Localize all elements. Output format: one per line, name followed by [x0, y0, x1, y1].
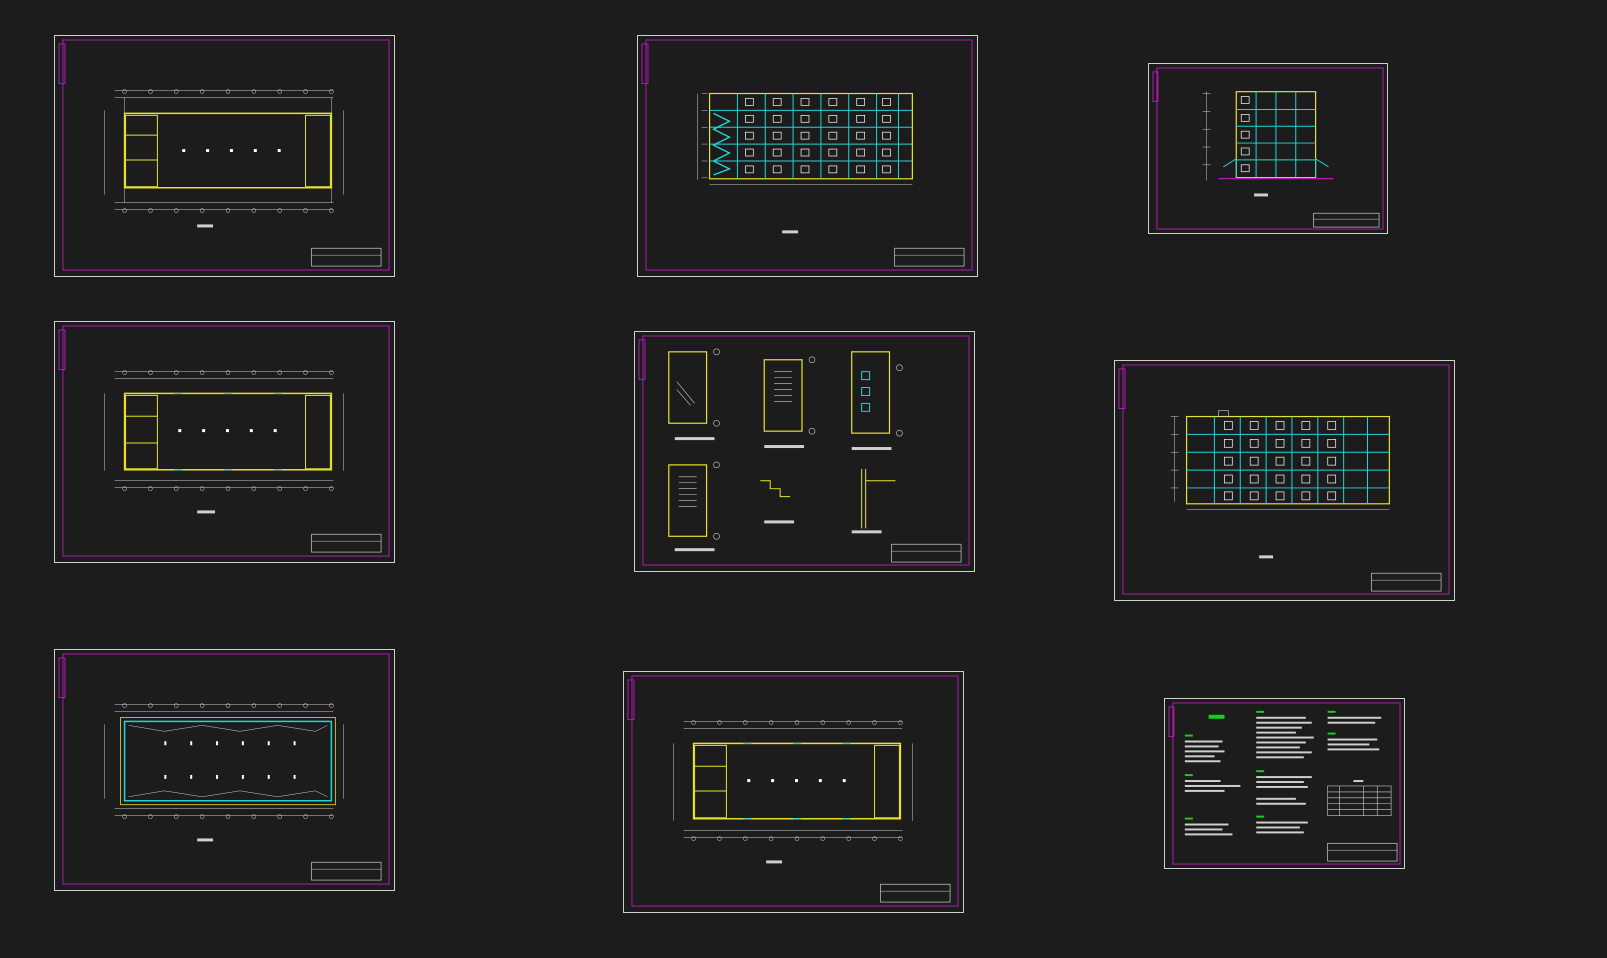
sheet-roof-plan[interactable] [54, 649, 395, 891]
sheet-design-notes[interactable] [1164, 698, 1405, 869]
sheet-side-elevation[interactable] [1148, 63, 1388, 234]
stair-details-drawing [638, 335, 970, 566]
sheet-stair-details[interactable] [634, 331, 975, 572]
sheet-floor-plan-3[interactable] [623, 671, 964, 913]
sheet-rear-elevation[interactable] [1114, 360, 1455, 601]
side-elevation-drawing [1152, 67, 1384, 230]
sheet-floor-plan-2[interactable] [54, 321, 395, 563]
design-notes-drawing [1168, 702, 1401, 865]
sheet-front-elevation[interactable] [637, 35, 978, 277]
floor-plan-drawing [58, 39, 390, 271]
roof-plan-drawing [58, 653, 390, 885]
floor-plan-drawing [58, 325, 390, 557]
floor-plan-drawing [627, 675, 959, 907]
rear-elevation-drawing [1118, 364, 1450, 595]
sheet-floor-plan-1[interactable] [54, 35, 395, 277]
front-elevation-drawing [641, 39, 973, 271]
